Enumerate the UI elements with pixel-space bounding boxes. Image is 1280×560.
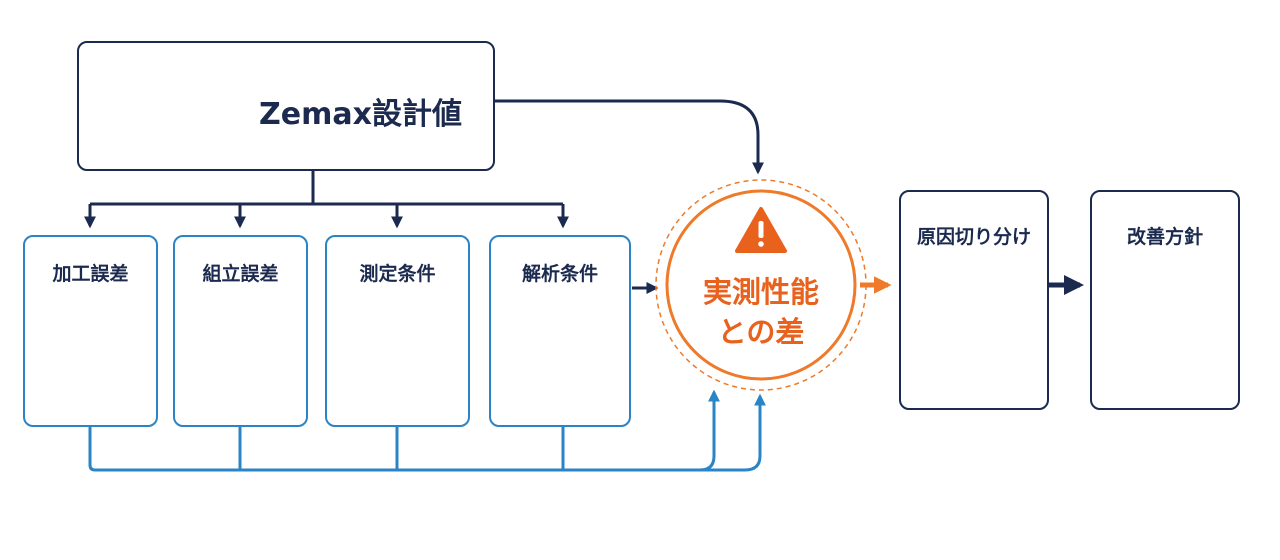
- category-label: 組立誤差: [202, 263, 279, 285]
- design-value-box: Zemax設計値: [77, 41, 495, 171]
- center-dashed-ring: [655, 179, 867, 391]
- step-label: 改善方針: [1126, 226, 1203, 248]
- design-to-categories-connector: [84, 171, 569, 229]
- feedback-loop-connector: [88, 389, 766, 472]
- center-label: 実測性能 との差: [666, 272, 856, 352]
- category-label: 測定条件: [359, 263, 436, 285]
- step-box-cause-isolation: 原因切り分け: [899, 190, 1049, 410]
- step-box-improvement-policy: 改善方針: [1090, 190, 1240, 410]
- category-box-assembly-error: 組立誤差: [173, 235, 308, 427]
- step-label: 原因切り分け: [916, 226, 1031, 248]
- center-circle: [665, 189, 857, 381]
- design-to-center-arrow: [495, 99, 764, 175]
- center-label-line1: 実測性能: [702, 275, 819, 309]
- warning-icon: [735, 207, 787, 253]
- category-box-analysis-condition: 解析条件: [489, 235, 631, 427]
- category-label: 解析条件: [521, 263, 598, 285]
- category-box-machining-error: 加工誤差: [23, 235, 158, 427]
- category-label: 加工誤差: [52, 263, 129, 285]
- center-label-line2: との差: [717, 315, 805, 349]
- category-box-measurement-condition: 測定条件: [325, 235, 470, 427]
- design-value-title: Zemax設計値: [259, 97, 462, 132]
